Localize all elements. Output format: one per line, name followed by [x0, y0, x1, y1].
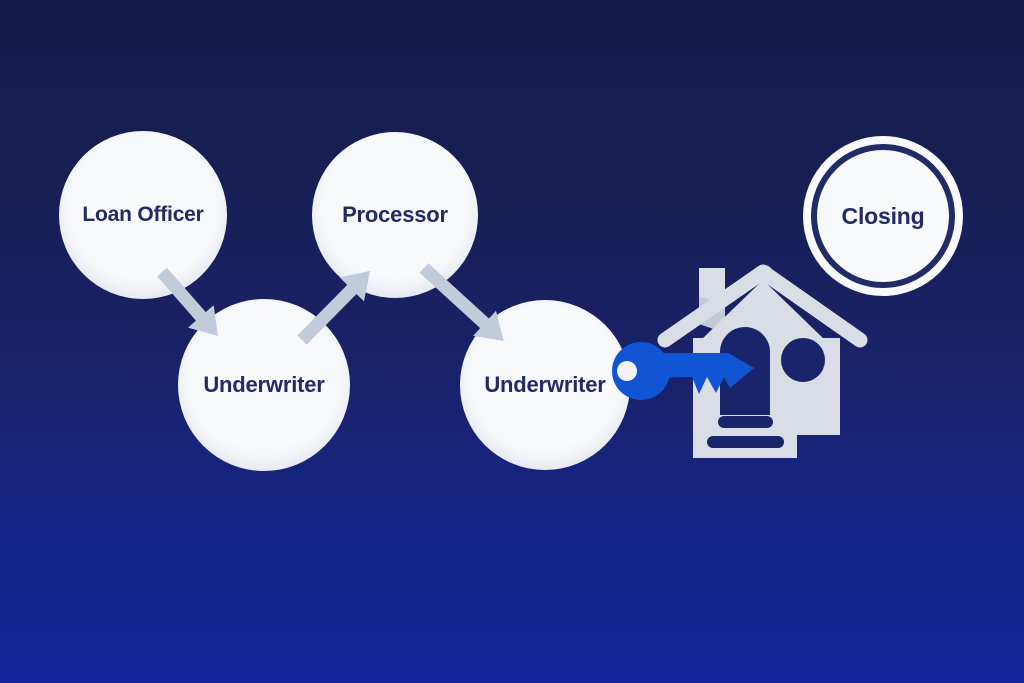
house-icon	[657, 264, 868, 458]
node-loan-officer-label: Loan Officer	[82, 203, 204, 226]
house-chimney-shadow	[699, 296, 725, 333]
node-underwriter-2-label: Underwriter	[484, 372, 606, 397]
node-closing: Closing	[803, 136, 963, 296]
house-step-2	[707, 436, 784, 448]
key-shaft	[650, 353, 754, 394]
node-processor-label: Processor	[342, 202, 448, 227]
closing-ring: Closing	[811, 144, 955, 288]
house-step-1	[718, 416, 773, 428]
node-underwriter-1: Underwriter	[178, 299, 350, 471]
house-chimney	[699, 268, 725, 318]
house-gable	[700, 280, 826, 341]
key-icon	[612, 342, 754, 400]
house-body	[693, 338, 840, 458]
node-underwriter-1-label: Underwriter	[203, 372, 325, 397]
house-door	[720, 327, 770, 415]
node-closing-label: Closing	[841, 202, 925, 229]
house-roof	[657, 264, 868, 348]
node-underwriter-2: Underwriter	[460, 300, 630, 470]
house-window	[781, 338, 825, 382]
node-processor: Processor	[312, 132, 478, 298]
house-roof-knob	[755, 265, 773, 283]
node-loan-officer: Loan Officer	[59, 131, 227, 299]
